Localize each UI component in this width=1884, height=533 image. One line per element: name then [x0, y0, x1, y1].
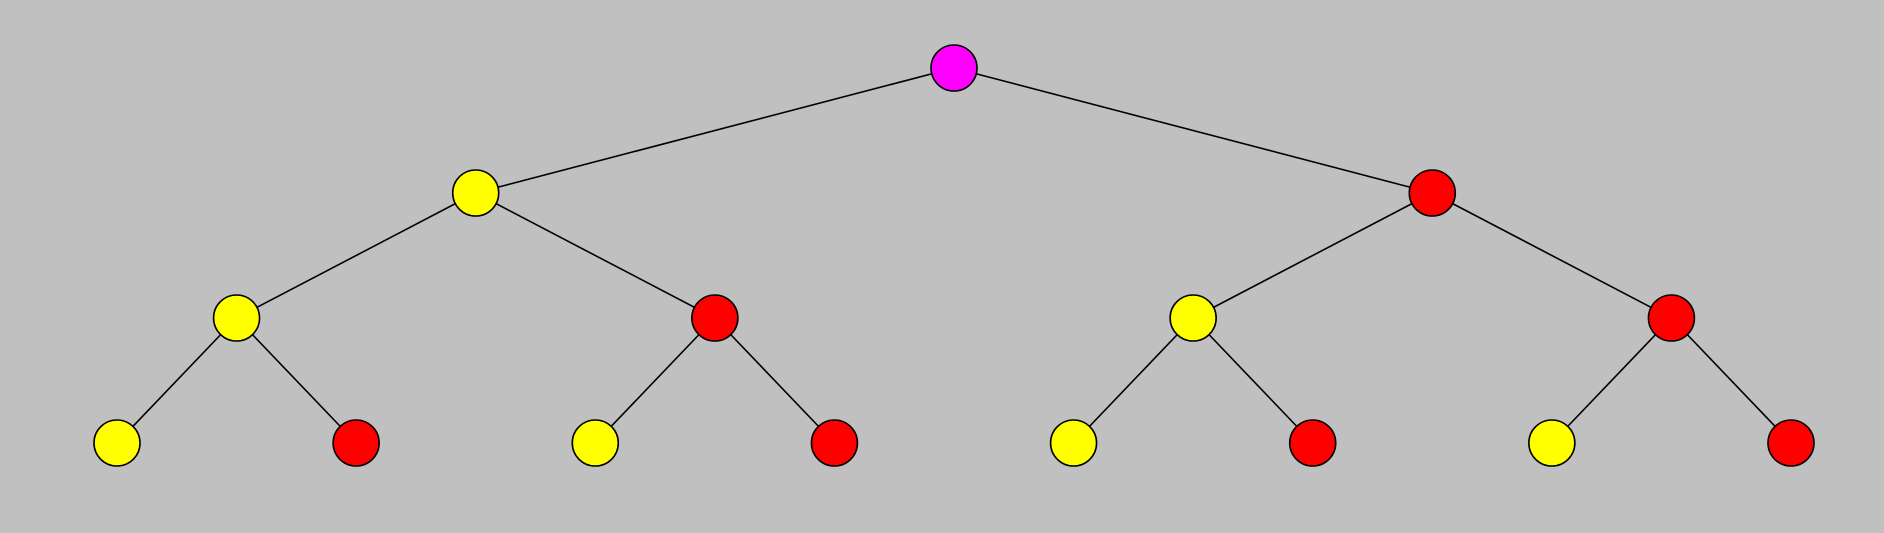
tree-node-root-l-r-l-yellow [571, 419, 620, 467]
tree-edge [714, 317, 836, 444]
tree-node-root-r-r-l-yellow [1528, 419, 1576, 467]
tree-node-root-r-red [1408, 169, 1457, 217]
tree-edge [116, 317, 238, 444]
tree-node-root-r-l-l-yellow [1049, 419, 1098, 467]
tree-edge [475, 192, 716, 319]
tree-edge [235, 317, 357, 444]
tree-edge [1551, 317, 1673, 444]
tree-edge [236, 192, 477, 319]
tree-node-root-l-l-r-red [332, 419, 380, 467]
tree-edge [1670, 317, 1792, 444]
tree-node-root-r-l-yellow [1169, 294, 1217, 342]
tree-node-root-l-l-l-yellow [93, 419, 141, 467]
tree-node-root-r-r-r-red [1767, 419, 1815, 467]
tree-edge [953, 67, 1433, 194]
edges-layer [116, 67, 1792, 444]
tree-edge [475, 67, 955, 194]
tree-edge [1192, 317, 1314, 444]
tree-node-root-l-l-yellow [212, 294, 261, 342]
tree-edge [594, 317, 716, 444]
tree-node-root-l-r-red [691, 294, 739, 342]
tree-node-root-l-r-r-red [810, 419, 859, 467]
tree-edge [1192, 192, 1433, 319]
tree-edge [1072, 317, 1194, 444]
tree-edge [1431, 192, 1672, 319]
nodes-layer [93, 44, 1815, 467]
tree-node-root-l-yellow [451, 169, 500, 217]
tree-node-root-root [930, 44, 978, 92]
tree-node-root-r-r-red [1647, 294, 1696, 342]
tree-node-root-r-l-r-red [1288, 419, 1337, 467]
